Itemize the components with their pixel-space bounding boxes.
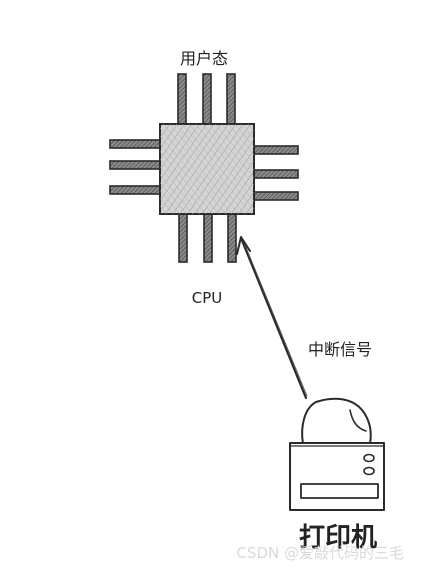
cpu-chip-icon [109,73,299,263]
printer-paper [301,397,372,445]
printer-icon [289,397,385,511]
cpu-left-pins [109,139,163,195]
printer-output-tray [300,483,379,499]
cpu-label: CPU [192,289,223,307]
watermark-text: CSDN @爱敲代码的三毛 [236,544,404,562]
printer-label: 打印机 [299,523,377,553]
printer-body [289,442,385,511]
printer-knob [363,453,375,463]
cpu-right-pins [249,145,299,201]
cpu-bottom-pins [178,211,237,263]
user-mode-label: 用户态 [180,49,228,68]
arrow-up-icon [236,236,308,400]
interrupt-signal-label: 中断信号 [308,340,372,359]
printer-knob [363,466,375,476]
cpu-top-pins [177,73,236,127]
